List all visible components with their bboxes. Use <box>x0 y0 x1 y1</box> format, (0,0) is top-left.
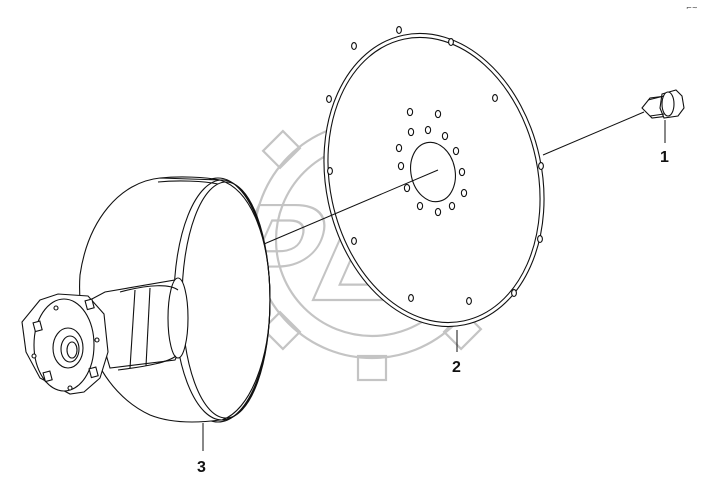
assembly-lines <box>263 111 645 245</box>
part-1-bolt <box>641 89 685 119</box>
part-3-torque-converter <box>21 176 271 423</box>
corner-mark: ⌐~ <box>686 4 698 12</box>
callout-number-1: 1 <box>660 149 669 166</box>
callout-number-2: 2 <box>452 359 461 376</box>
centerline-bolt-to-plate <box>542 111 645 156</box>
centerline-plate-to-hub <box>263 169 439 245</box>
part-2-flexplate <box>323 26 545 328</box>
callout-number-3: 3 <box>197 459 206 476</box>
callout-leaders <box>202 120 666 451</box>
